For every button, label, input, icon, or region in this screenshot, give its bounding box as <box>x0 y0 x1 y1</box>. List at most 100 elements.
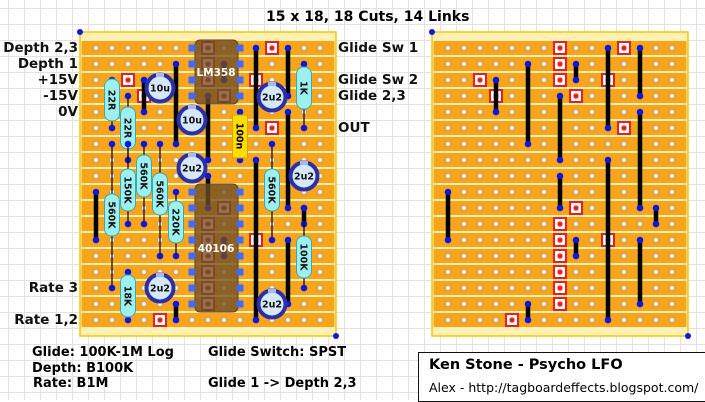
hole <box>189 141 195 147</box>
corner-marker <box>333 333 339 339</box>
link-end <box>556 204 564 212</box>
resistor-pad <box>268 140 276 148</box>
hole <box>621 189 627 195</box>
ic-pin <box>236 60 244 68</box>
hole <box>669 109 675 115</box>
hole <box>573 301 579 307</box>
hole <box>669 93 675 99</box>
hole <box>461 253 467 259</box>
hole <box>477 269 483 275</box>
hole <box>157 109 163 115</box>
hole <box>493 237 499 243</box>
hole <box>125 61 131 67</box>
hole <box>109 61 115 67</box>
label-glide-2-3: Glide 2,3 <box>338 88 406 104</box>
hole <box>589 109 595 115</box>
ic-label: LM358 <box>196 67 235 79</box>
link-end <box>604 316 612 324</box>
resistor-pad <box>300 60 308 68</box>
hole <box>621 93 627 99</box>
resistor-body <box>120 274 136 318</box>
hole <box>653 61 659 67</box>
hole <box>509 301 515 307</box>
capacitor-polarity-mark <box>268 82 276 86</box>
hole <box>669 77 675 83</box>
hole <box>461 109 467 115</box>
hole <box>509 45 515 51</box>
hole <box>285 317 291 323</box>
hole <box>445 93 451 99</box>
hole <box>669 141 675 147</box>
link-end <box>172 140 180 148</box>
hole <box>237 317 243 323</box>
link-end <box>444 236 452 244</box>
hole <box>109 301 115 307</box>
hole <box>653 269 659 275</box>
label-glide-sw-1: Glide Sw 1 <box>338 40 419 56</box>
resistor-pad <box>124 268 132 276</box>
hole <box>93 125 99 131</box>
track-cut-dot <box>269 45 275 51</box>
hole <box>93 45 99 51</box>
hole <box>653 125 659 131</box>
link-end <box>556 172 564 180</box>
hole <box>541 301 547 307</box>
hole <box>477 141 483 147</box>
hole <box>493 285 499 291</box>
link-end <box>284 236 292 244</box>
resistor-value: 560K <box>106 201 117 229</box>
hole <box>285 221 291 227</box>
hole <box>525 189 531 195</box>
hole <box>541 253 547 259</box>
hole <box>93 77 99 83</box>
hole <box>493 61 499 67</box>
hole <box>541 109 547 115</box>
hole <box>477 125 483 131</box>
hole <box>445 301 451 307</box>
link-end <box>556 156 564 164</box>
hole <box>525 45 531 51</box>
resistor-value: 560K <box>138 162 149 190</box>
hole <box>621 269 627 275</box>
hole <box>477 237 483 243</box>
track-cut-dot <box>557 77 563 83</box>
ic-pin <box>188 204 196 212</box>
resistor-value: 560K <box>266 176 277 204</box>
capacitor-value: 2u2 <box>262 300 282 311</box>
note-glide-wiring: Glide 1 -> Depth 2,3 <box>208 376 357 391</box>
hole <box>477 253 483 259</box>
hole <box>509 189 515 195</box>
hole <box>221 173 227 179</box>
hole <box>445 125 451 131</box>
link-end <box>172 316 180 324</box>
hole <box>653 189 659 195</box>
hole <box>541 45 547 51</box>
hole <box>493 301 499 307</box>
ic-pin <box>236 204 244 212</box>
hole <box>477 317 483 323</box>
hole <box>589 125 595 131</box>
ic-pin <box>188 220 196 228</box>
label-out: OUT <box>338 120 370 136</box>
hole <box>461 93 467 99</box>
ic-pin <box>188 44 196 52</box>
track-cut-dot <box>509 317 515 323</box>
hole <box>589 253 595 259</box>
track-cut-dot <box>557 237 563 243</box>
label-0v: 0V <box>58 104 78 120</box>
resistor-pad <box>300 124 308 132</box>
hole <box>541 93 547 99</box>
hole <box>477 221 483 227</box>
hole <box>621 109 627 115</box>
label-plus-15v: +15V <box>37 72 78 88</box>
hole <box>605 141 611 147</box>
resistor-pad <box>108 124 116 132</box>
hole <box>141 253 147 259</box>
hole <box>125 253 131 259</box>
hole <box>653 173 659 179</box>
hole <box>93 61 99 67</box>
hole <box>653 253 659 259</box>
resistor-body <box>136 154 152 198</box>
hole <box>301 301 307 307</box>
hole <box>221 125 227 131</box>
